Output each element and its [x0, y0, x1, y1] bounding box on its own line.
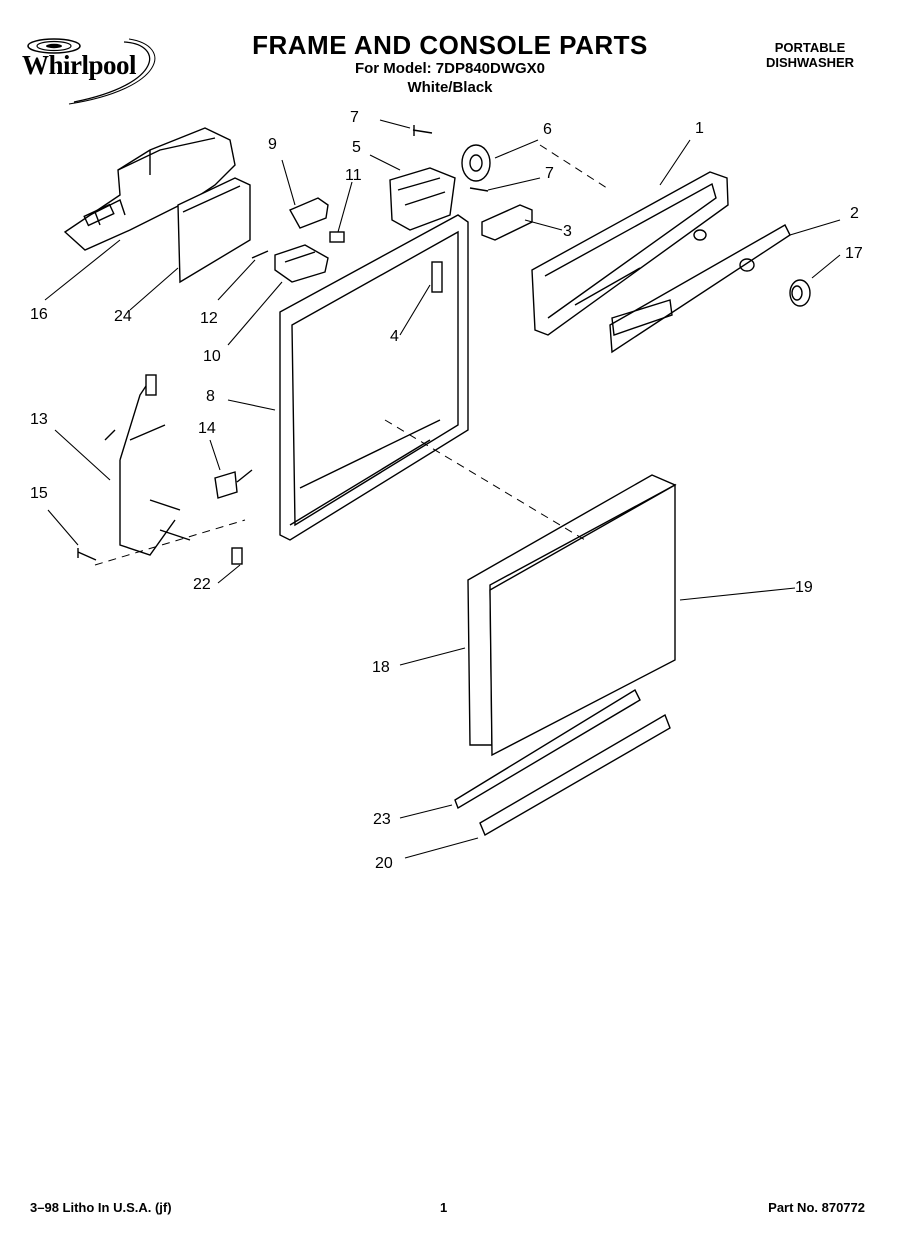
- callout-5: 5: [352, 139, 361, 156]
- part-14-switch: [214, 469, 253, 499]
- callout-6: 6: [543, 121, 552, 138]
- part-number: Part No. 870772: [768, 1200, 865, 1215]
- brand-wordmark: Whirlpool: [22, 50, 137, 80]
- callout-23: 23: [373, 811, 391, 828]
- callout-17: 17: [845, 245, 863, 262]
- color-line: White/Black: [407, 79, 493, 96]
- part-7-screw-lower: [469, 187, 489, 192]
- callout-12: 12: [200, 310, 218, 327]
- page-number: 1: [440, 1200, 448, 1215]
- part-17-knob: [789, 279, 811, 307]
- callout-18: 18: [372, 659, 390, 676]
- print-info: 3–98 Litho In U.S.A. (jf): [30, 1200, 172, 1215]
- part-5-timer: [389, 167, 456, 231]
- callout-16: 16: [30, 306, 48, 323]
- part-4-latch: [431, 261, 443, 293]
- callout-14: 14: [198, 420, 216, 437]
- part-20-trim-strip: [479, 713, 671, 837]
- part-13-wire-harness: [104, 374, 191, 556]
- callout-9: 9: [268, 136, 277, 153]
- callout-20: 20: [375, 855, 393, 872]
- part-16-console-housing: [63, 127, 236, 251]
- part-6-knob: [461, 144, 491, 182]
- callout-24: 24: [114, 308, 132, 325]
- part-23-trim-strip: [454, 689, 641, 810]
- callout-11: 11: [345, 167, 362, 184]
- product-line-2: DISHWASHER: [765, 55, 855, 70]
- callout-7-top: 7: [350, 109, 359, 126]
- part-24-panel: [177, 177, 251, 284]
- product-type: PORTABLE DISHWASHER: [740, 40, 880, 70]
- part-7-screw-top: [412, 125, 433, 136]
- part-12-pin: [251, 250, 269, 259]
- part-19-door-panel-front: [489, 483, 676, 757]
- callout-2: 2: [850, 205, 859, 222]
- part-3-switch: [481, 204, 533, 241]
- model-line: For Model: 7DP840DWGX0: [354, 60, 546, 77]
- part-9-bracket: [289, 197, 329, 229]
- callout-4: 4: [390, 328, 399, 345]
- whirlpool-logo: [27, 38, 156, 105]
- part-10-bracket: [274, 244, 329, 283]
- callout-1: 1: [695, 120, 704, 137]
- callout-8: 8: [206, 388, 215, 405]
- callout-10: 10: [203, 348, 221, 365]
- callout-19: 19: [795, 579, 813, 596]
- callout-7-lower: 7: [545, 165, 554, 182]
- part-15-screw: [77, 548, 97, 561]
- leader-lines: [44, 119, 841, 859]
- product-line-1: PORTABLE: [774, 40, 846, 55]
- callout-13: 13: [30, 411, 48, 428]
- callout-15: 15: [30, 485, 48, 502]
- part-1-console-panel: [531, 171, 729, 336]
- part-11-clip: [329, 231, 345, 243]
- callout-3: 3: [563, 223, 572, 240]
- page-title: FRAME AND CONSOLE PARTS: [252, 30, 648, 60]
- part-22-clip: [231, 547, 243, 565]
- part-8-door-frame: [279, 214, 469, 541]
- callout-22: 22: [193, 576, 211, 593]
- alignment-lines: [94, 144, 611, 566]
- part-18-door-panel-back: [467, 474, 677, 746]
